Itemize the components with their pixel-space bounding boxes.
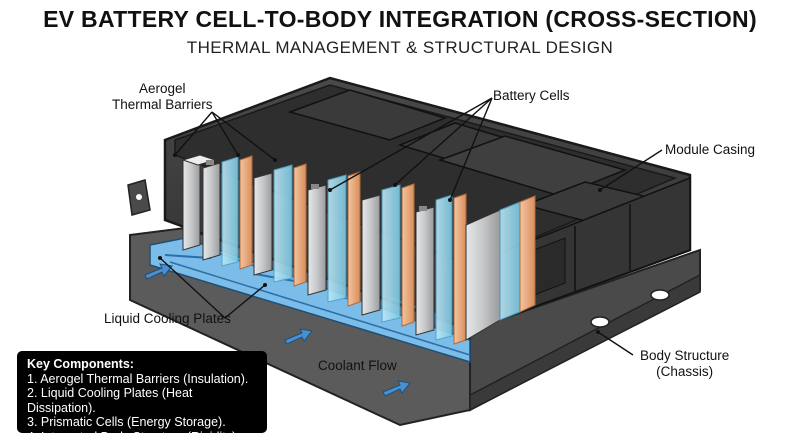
leader-lines: [159, 97, 663, 356]
label-aerogel-thermal-barriers: Aerogel Thermal Barriers: [112, 81, 213, 112]
prismatic-cell: [253, 172, 273, 276]
prismatic-cell: [181, 154, 217, 251]
prismatic-cell: [307, 184, 327, 296]
prismatic-cell: [202, 160, 221, 261]
label-battery-cells: Battery Cells: [493, 88, 570, 103]
coolant-flow-arrows: [144, 263, 411, 397]
prismatic-cell: [415, 206, 435, 336]
prismatic-cell: [361, 194, 381, 316]
diagram-subtitle: THERMAL MANAGEMENT & STRUCTURAL DESIGN: [186, 38, 614, 57]
label-module-casing: Module Casing: [665, 142, 756, 157]
legend-item: 4. Integrated Body Structure (Rigidity).: [27, 429, 240, 444]
label-liquid-cooling-plates: Liquid Cooling Plates: [104, 311, 231, 326]
arrow-icon: [144, 263, 173, 280]
legend-item: 1. Aerogel Thermal Barriers (Insulation)…: [27, 371, 249, 386]
legend-heading: Key Components:: [27, 357, 134, 371]
key-components-legend: Key Components: 1. Aerogel Thermal Barri…: [17, 351, 267, 444]
arrow-icon: [284, 328, 313, 345]
diagram-title: EV BATTERY CELL-TO-BODY INTEGRATION (CRO…: [43, 6, 757, 32]
label-body-structure: Body Structure (Chassis): [640, 348, 730, 379]
label-coolant-flow: Coolant Flow: [318, 358, 397, 373]
leader-dots: [158, 153, 602, 334]
prismatic-cell: [465, 209, 501, 341]
module-casing: [163, 76, 692, 332]
cell-stack: [181, 154, 536, 345]
legend-item: 2. Liquid Cooling Plates (Heat Dissipati…: [27, 386, 193, 415]
arrow-icon: [382, 380, 411, 397]
legend-item: 3. Prismatic Cells (Energy Storage).: [27, 415, 226, 429]
